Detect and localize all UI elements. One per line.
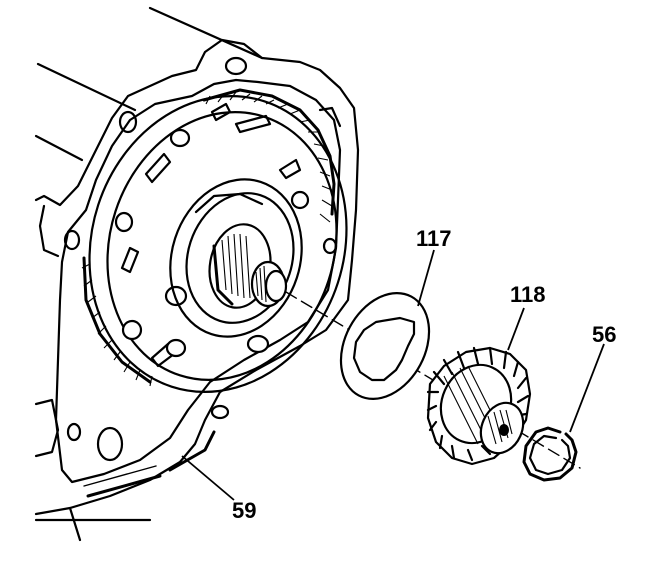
leader-56 (569, 343, 605, 433)
callout-56: 56 (592, 322, 616, 347)
callout-117: 117 (416, 226, 452, 251)
differential-carrier (81, 88, 348, 393)
leader-59 (181, 455, 235, 501)
side-gear-118 (426, 346, 532, 466)
callout-59: 59 (232, 498, 256, 523)
callout-118: 118 (510, 282, 546, 307)
snap-ring-56 (522, 426, 578, 482)
leader-117 (417, 249, 435, 307)
leader-118 (507, 307, 525, 351)
thrust-washer-117 (339, 292, 431, 400)
